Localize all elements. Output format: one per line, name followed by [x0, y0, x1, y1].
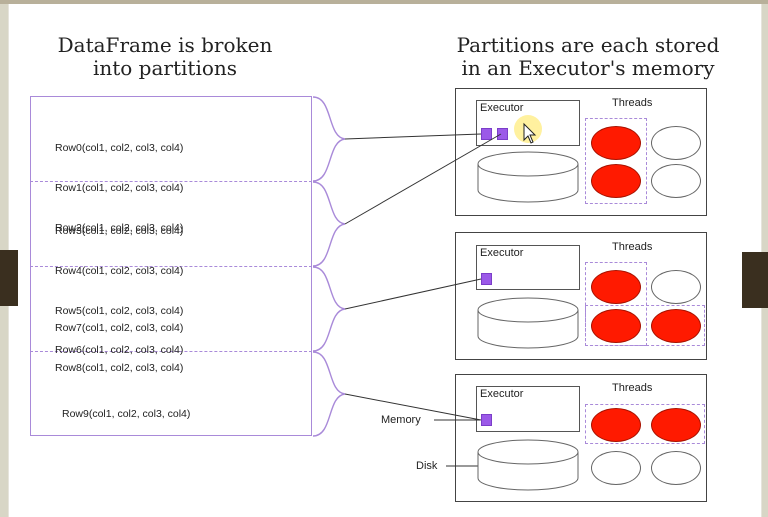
threads-label-1: Threads [612, 97, 653, 109]
partition-brace-1 [312, 96, 346, 182]
thread-idle [651, 126, 701, 160]
partition-1-rows: Row0(col1, col2, col3, col4) Row1(col1, … [55, 116, 183, 248]
thread-busy [591, 408, 641, 442]
thread-idle [651, 164, 701, 198]
right-heading-line-1: Partitions are each stored [456, 33, 720, 57]
thread-busy [591, 309, 641, 343]
partition-brace-4 [312, 351, 346, 437]
partition-cell [481, 414, 492, 426]
row: Row2(col1, col2, col3, col4) [55, 221, 184, 234]
thread-busy [591, 164, 641, 198]
row: Row6(col1, col2, col3, col4) [55, 344, 184, 357]
disk-top-3 [477, 439, 579, 465]
connector-p2 [344, 133, 502, 225]
memory-label: Memory [381, 414, 421, 426]
partition-brace-3 [312, 266, 346, 352]
thread-idle [651, 270, 701, 304]
row: Row9(col1, col2, col3, col4) [62, 408, 191, 421]
top-strip [0, 0, 768, 4]
executor-label-3: Executor [480, 388, 524, 400]
right-side-tab [742, 252, 768, 308]
partition-divider [30, 266, 312, 267]
partition-cell [481, 128, 492, 140]
cursor-arrow-icon [523, 122, 537, 144]
threads-label-3: Threads [612, 382, 653, 394]
threads-in-use-3 [585, 404, 705, 444]
threads-in-use-1 [585, 118, 647, 204]
row: Row3(col1, col2, col3, col4) [55, 225, 184, 238]
thread-busy [651, 408, 701, 442]
thread-busy [651, 309, 701, 343]
thread-idle [651, 451, 701, 485]
left-side-tab [0, 250, 18, 306]
executor-label-1: Executor [480, 102, 524, 114]
disk-top-1 [477, 151, 579, 177]
connector-p4 [344, 393, 482, 421]
executor-box-3 [476, 386, 580, 432]
threads-in-use-2b [585, 305, 705, 346]
left-heading-line-2: into partitions [92, 56, 238, 80]
partition-3-rows: Row7(col1, col2, col3, col4) Row8(col1, … [55, 296, 183, 388]
connector-p3 [344, 278, 482, 310]
disk-top-2 [477, 297, 579, 323]
connector-p1 [344, 133, 482, 140]
partition-divider [30, 351, 312, 352]
thread-busy [591, 270, 641, 304]
thread-idle [591, 451, 641, 485]
partition-cell [481, 273, 492, 285]
right-heading: Partitions are each stored in an Executo… [430, 34, 746, 80]
executor-label-2: Executor [480, 247, 524, 259]
threads-label-2: Threads [612, 241, 653, 253]
partition-cell [497, 128, 508, 140]
partition-4-rows: Row9(col1, col2, col3, col4) [62, 382, 190, 435]
row: Row7(col1, col2, col3, col4) [55, 322, 184, 335]
row: Row0(col1, col2, col3, col4) [55, 142, 184, 155]
executor-box-2 [476, 245, 580, 290]
partition-divider [30, 181, 312, 182]
right-heading-line-2: in an Executor's memory [461, 56, 715, 80]
row: Row5(col1, col2, col3, col4) [55, 304, 184, 317]
row: Row1(col1, col2, col3, col4) [55, 182, 184, 195]
left-heading-line-1: DataFrame is broken [57, 33, 273, 57]
left-heading: DataFrame is broken into partitions [30, 34, 300, 80]
row: Row4(col1, col2, col3, col4) [55, 265, 184, 278]
partition-2-rows: Row3(col1, col2, col3, col4) Row4(col1, … [55, 199, 183, 371]
partition-brace-2 [312, 181, 346, 267]
thread-busy [591, 126, 641, 160]
row: Row8(col1, col2, col3, col4) [55, 362, 184, 375]
disk-label: Disk [416, 460, 438, 472]
